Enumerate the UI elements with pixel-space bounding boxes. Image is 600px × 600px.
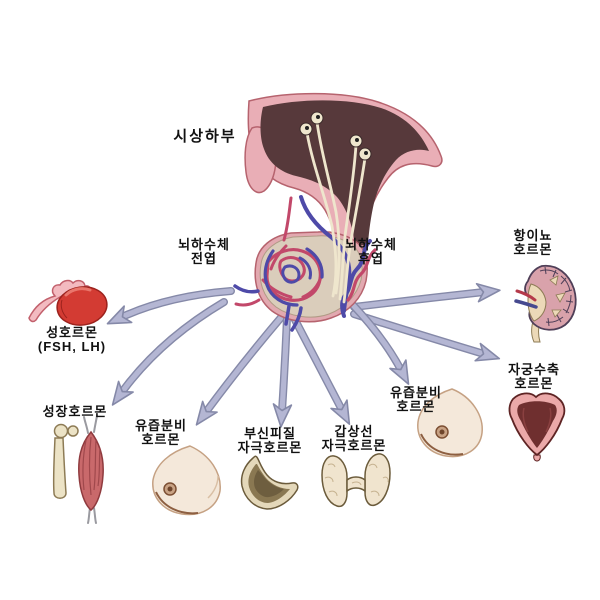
label-adrenocorticotropic-hormone: 부신피질 자극호르몬	[237, 426, 303, 455]
kidney-illustration	[514, 264, 577, 343]
label-sex-hormone: 성호르몬 (FSH, LH)	[37, 325, 107, 354]
label-antidiuretic-hormone: 항이뇨 호르몬	[513, 228, 553, 257]
ovary-illustration	[28, 279, 108, 326]
breast-left-illustration	[152, 445, 221, 516]
arrow-to-adrenal	[272, 313, 293, 428]
neurosecretory-cells	[299, 111, 372, 304]
label-prolactin: 유즙분비 호르몬	[135, 418, 187, 447]
breast-right-illustration	[417, 388, 483, 458]
label-pituitary-posterior: 뇌하수체 후엽	[345, 237, 397, 266]
label-pituitary-anterior: 뇌하수체 전엽	[178, 237, 230, 266]
arrow-to-kidney	[350, 282, 501, 311]
arrow-to-breast-left	[195, 310, 288, 426]
adrenal-gland-illustration	[240, 455, 299, 510]
hypothalamus-brain-illustration	[244, 92, 443, 254]
arrow-to-growth	[111, 298, 228, 406]
skeletal-muscle-illustration	[78, 415, 104, 524]
arrow-to-thyroid	[289, 312, 351, 425]
label-uterine-contraction-hormone: 자궁수축 호르몬	[508, 362, 560, 391]
arrow-to-ovary	[106, 287, 235, 325]
femur-bone-illustration	[52, 423, 79, 499]
hormone-arrows	[106, 282, 501, 428]
label-growth-hormone: 성장호르몬	[42, 404, 108, 419]
thyroid-gland-illustration	[321, 453, 391, 508]
pituitary-vessels	[233, 195, 377, 332]
uterus-illustration	[508, 392, 566, 462]
label-milk-ejection-hormone: 유즙분비 호르몬	[390, 385, 442, 414]
label-thyroid-stimulating-hormone: 갑상선 자극호르몬	[321, 424, 387, 453]
label-hypothalamus: 시상하부	[173, 128, 237, 145]
arrow-to-breast-right	[348, 300, 410, 385]
